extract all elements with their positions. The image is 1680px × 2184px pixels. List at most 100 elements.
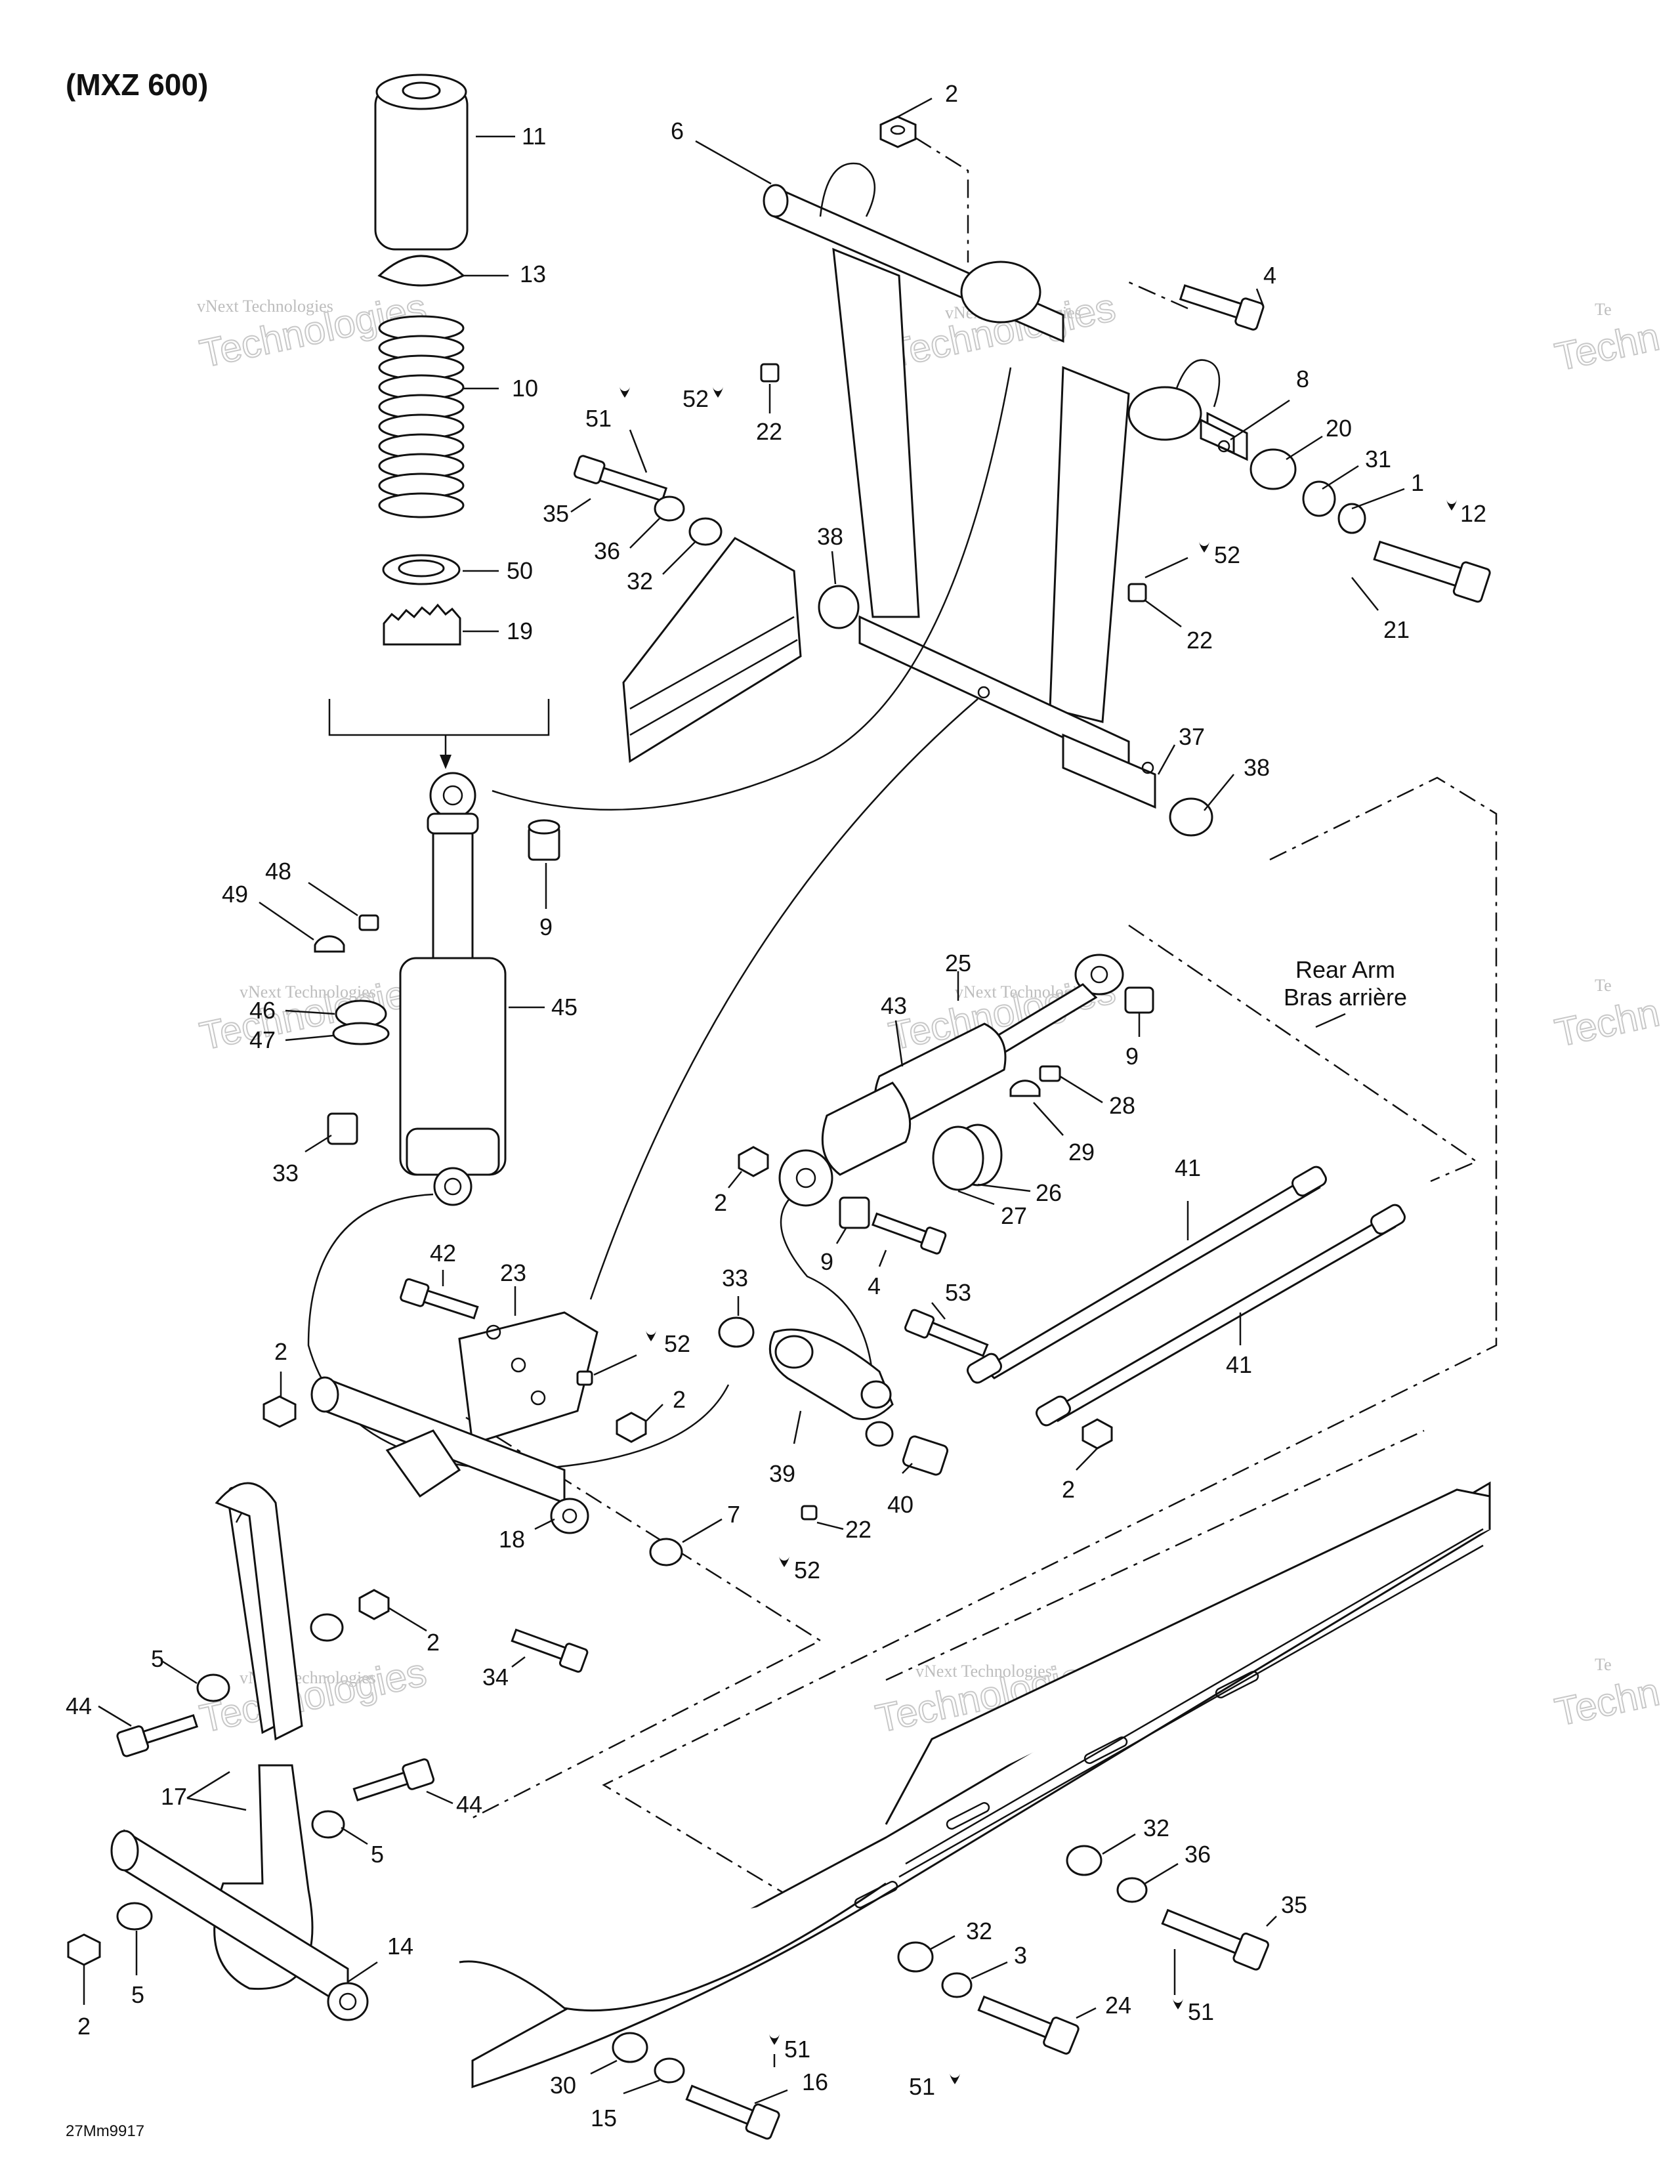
grease-fitting-part <box>801 1505 818 1521</box>
washer-part <box>649 1538 683 1566</box>
bolt-part <box>400 1278 479 1320</box>
ski-part <box>459 1481 1491 2089</box>
callout-label: 5 <box>131 1981 144 2008</box>
callout-label: 50 <box>507 557 533 584</box>
callout-label: 48 <box>265 858 291 885</box>
callout-label: 17 <box>161 1783 187 1810</box>
bolt-part <box>574 455 668 502</box>
callout-label: 2 <box>945 80 958 107</box>
callout-label: 30 <box>550 2072 576 2099</box>
callout-label: 2 <box>427 1629 440 1656</box>
figure-code: 27Mm9917 <box>66 2122 144 2140</box>
rear-arm-label-fr: Bras arrière <box>1284 984 1407 1011</box>
callout-label: 21 <box>1383 616 1410 643</box>
bolt-part <box>352 1758 435 1801</box>
callout-label: 2 <box>274 1338 287 1365</box>
o-ring-part <box>932 1125 984 1191</box>
callout-label: 38 <box>1244 754 1270 781</box>
callout-label: 22 <box>756 418 782 445</box>
callout-label: 9 <box>539 914 553 940</box>
callout-label: 1 <box>1411 469 1424 496</box>
spring-adjuster-part <box>383 603 461 646</box>
front-arm-assembly <box>763 162 1248 809</box>
callout-label: 33 <box>722 1265 748 1292</box>
callout-label: 36 <box>594 537 620 564</box>
callout-label: 29 <box>1068 1139 1095 1166</box>
callout-label: 2 <box>77 2013 91 2040</box>
grease-fitting-part <box>760 363 780 383</box>
callout-label: 51 <box>585 405 612 432</box>
callout-label: 38 <box>817 523 843 550</box>
nut-part <box>262 1395 297 1428</box>
callout-label: 31 <box>1365 446 1391 472</box>
callout-label: 2 <box>1062 1476 1075 1503</box>
nut-part <box>67 1933 101 1966</box>
lock-washer-part <box>1116 1877 1148 1903</box>
bolt-part <box>685 2084 780 2140</box>
bushing-part <box>1169 797 1213 837</box>
callout-label: 7 <box>727 1501 740 1528</box>
callout-label: 9 <box>1125 1043 1139 1070</box>
callout-label: 12 <box>1460 500 1486 527</box>
callout-label: 51 <box>909 2073 935 2100</box>
nut-part <box>738 1146 769 1177</box>
callout-label: 3 <box>1014 1942 1027 1969</box>
bolt-part <box>511 1628 589 1673</box>
callout-label: 10 <box>512 375 538 402</box>
callout-label: 25 <box>945 950 971 976</box>
bolt-part <box>977 1995 1080 2055</box>
rear-shock-assembly <box>778 954 1124 1207</box>
nut-part <box>616 1412 647 1443</box>
bushing-part <box>1124 986 1154 1014</box>
callout-label: 52 <box>1214 541 1240 568</box>
callout-label: 42 <box>430 1240 456 1267</box>
bolt-part <box>1179 284 1265 331</box>
callout-label: 22 <box>1186 627 1213 654</box>
callout-label: 14 <box>387 1933 413 1960</box>
cap-part <box>1009 1080 1041 1097</box>
watermark-text: vNext Technologies <box>240 982 376 1001</box>
washer-part <box>612 2032 648 2063</box>
callout-label: 18 <box>499 1526 525 1553</box>
nut-part <box>879 116 917 148</box>
callout-label: 35 <box>1281 1891 1307 1918</box>
washer-part <box>688 517 723 546</box>
washer-part <box>311 1810 345 1839</box>
callout-label: 5 <box>371 1841 384 1868</box>
callout-label: 51 <box>784 2036 810 2063</box>
callout-label: 41 <box>1175 1154 1201 1181</box>
diagram-title: (MXZ 600) <box>66 68 208 102</box>
front-shock-assembly <box>314 74 560 1206</box>
bushing-part <box>902 1435 949 1476</box>
callout-label: 53 <box>945 1279 971 1306</box>
watermark-text: Te <box>1595 976 1612 995</box>
callout-label: 11 <box>522 123 546 150</box>
bushing-part <box>818 585 860 629</box>
bolt-part <box>872 1212 947 1255</box>
callout-label: 24 <box>1105 1992 1131 2019</box>
lock-washer-part <box>1337 503 1366 534</box>
rear-arm-label: Rear Arm <box>1295 956 1395 983</box>
lock-washer-part <box>654 495 685 522</box>
bolt-part <box>1161 1908 1269 1971</box>
spring-part <box>378 315 465 518</box>
watermark-logo: Techn <box>1551 990 1664 1055</box>
callout-label: 4 <box>1263 262 1276 289</box>
callout-label: 6 <box>671 117 684 144</box>
watermark-text: vNext Technologies <box>915 1662 1052 1681</box>
lubricant-drop-icon <box>620 386 1457 2084</box>
washer-part <box>897 1941 934 1973</box>
callout-label: 16 <box>802 2068 828 2095</box>
bushing-part <box>528 819 560 861</box>
bolt-part <box>1373 540 1491 603</box>
callout-label: 33 <box>272 1160 299 1186</box>
nut-part <box>1082 1418 1113 1450</box>
bolt-part <box>904 1309 989 1357</box>
cap-part <box>314 935 345 953</box>
callout-label: 32 <box>1143 1815 1169 1841</box>
callout-label: 35 <box>543 500 569 527</box>
bumper-part <box>374 74 469 251</box>
callout-label: 45 <box>551 994 578 1020</box>
grease-fitting-part <box>358 914 379 931</box>
